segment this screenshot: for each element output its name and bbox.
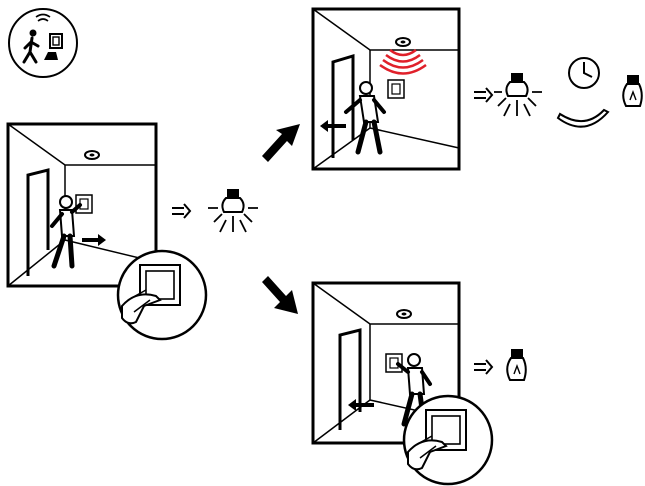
- timer-arc: [558, 110, 608, 127]
- ceiling-sensor-icon: [396, 38, 410, 46]
- arrow-to-light-on: [172, 204, 190, 218]
- ceiling-sensor-icon: [85, 151, 99, 159]
- ceiling-sensor-icon: [397, 310, 411, 318]
- arrow-to-light-off: [474, 360, 492, 374]
- room-motion-detected: [313, 9, 459, 169]
- hand-press-icon: [404, 396, 492, 484]
- light-off-icon: [623, 76, 642, 106]
- arrow-to-light-timer: [474, 88, 492, 102]
- hand-press-icon: [118, 251, 206, 339]
- light-off-icon: [507, 350, 526, 380]
- motion-waves: [380, 50, 426, 74]
- light-on-icon: [208, 190, 258, 232]
- person-figure: [52, 196, 80, 266]
- clock-icon: [569, 58, 599, 88]
- arrow-to-top-scenario: [262, 124, 300, 162]
- motion-sensor-badge-icon: [9, 9, 77, 77]
- light-on-icon: [494, 74, 542, 116]
- arrow-to-bottom-scenario: [262, 276, 298, 314]
